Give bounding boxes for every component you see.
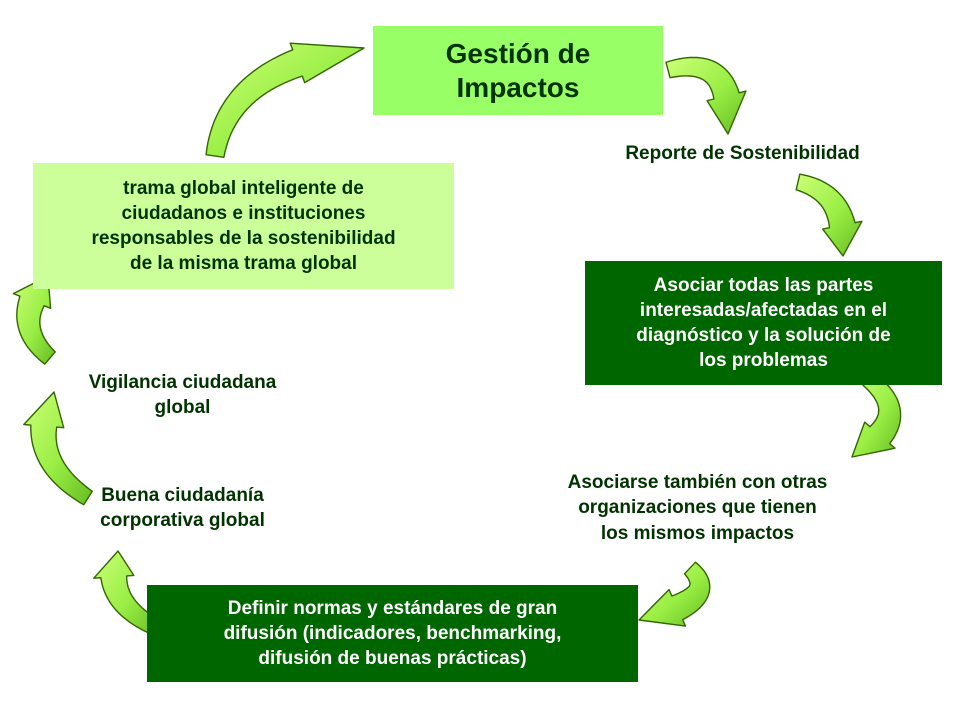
- vigilancia-ciudadana-label: Vigilancia ciudadana global: [88, 371, 277, 418]
- definir-normas-box: Definir normas y estándares de gran difu…: [147, 585, 638, 682]
- asociarse-organizaciones-label: Asociarse también con otras organizacion…: [567, 472, 828, 544]
- reporte-sostenibilidad-node: Reporte de Sostenibilidad: [575, 138, 910, 170]
- gestion-impactos-box: Gestión de Impactos: [373, 26, 663, 115]
- curved-arrow-icon-7: [12, 275, 56, 365]
- asociarse-organizaciones-node: Asociarse también con otras organizacion…: [510, 462, 885, 554]
- trama-global-box: trama global inteligente de ciudadanos e…: [33, 163, 454, 289]
- buena-ciudadania-label: Buena ciudadanía corporativa global: [100, 484, 265, 531]
- asociar-partes-label: Asociar todas las partes interesadas/afe…: [636, 274, 891, 372]
- curved-arrow-icon-1: [665, 56, 747, 135]
- curved-arrow-icon-5: [93, 550, 162, 636]
- curved-arrow-icon-3: [851, 372, 902, 458]
- curved-arrow-icon-2: [795, 173, 863, 257]
- vigilancia-ciudadana-node: Vigilancia ciudadana global: [40, 364, 325, 426]
- asociar-partes-box: Asociar todas las partes interesadas/afe…: [585, 261, 942, 385]
- gestion-impactos-label: Gestión de Impactos: [445, 38, 591, 103]
- buena-ciudadania-node: Buena ciudadanía corporativa global: [40, 477, 325, 539]
- curved-arrow-icon-6: [23, 391, 93, 506]
- trama-global-label: trama global inteligente de ciudadanos e…: [91, 177, 396, 275]
- curved-arrow-icon-8: [205, 42, 365, 158]
- reporte-sostenibilidad-label: Reporte de Sostenibilidad: [625, 143, 860, 165]
- definir-normas-label: Definir normas y estándares de gran difu…: [223, 597, 562, 670]
- curved-arrow-icon-4: [638, 561, 711, 627]
